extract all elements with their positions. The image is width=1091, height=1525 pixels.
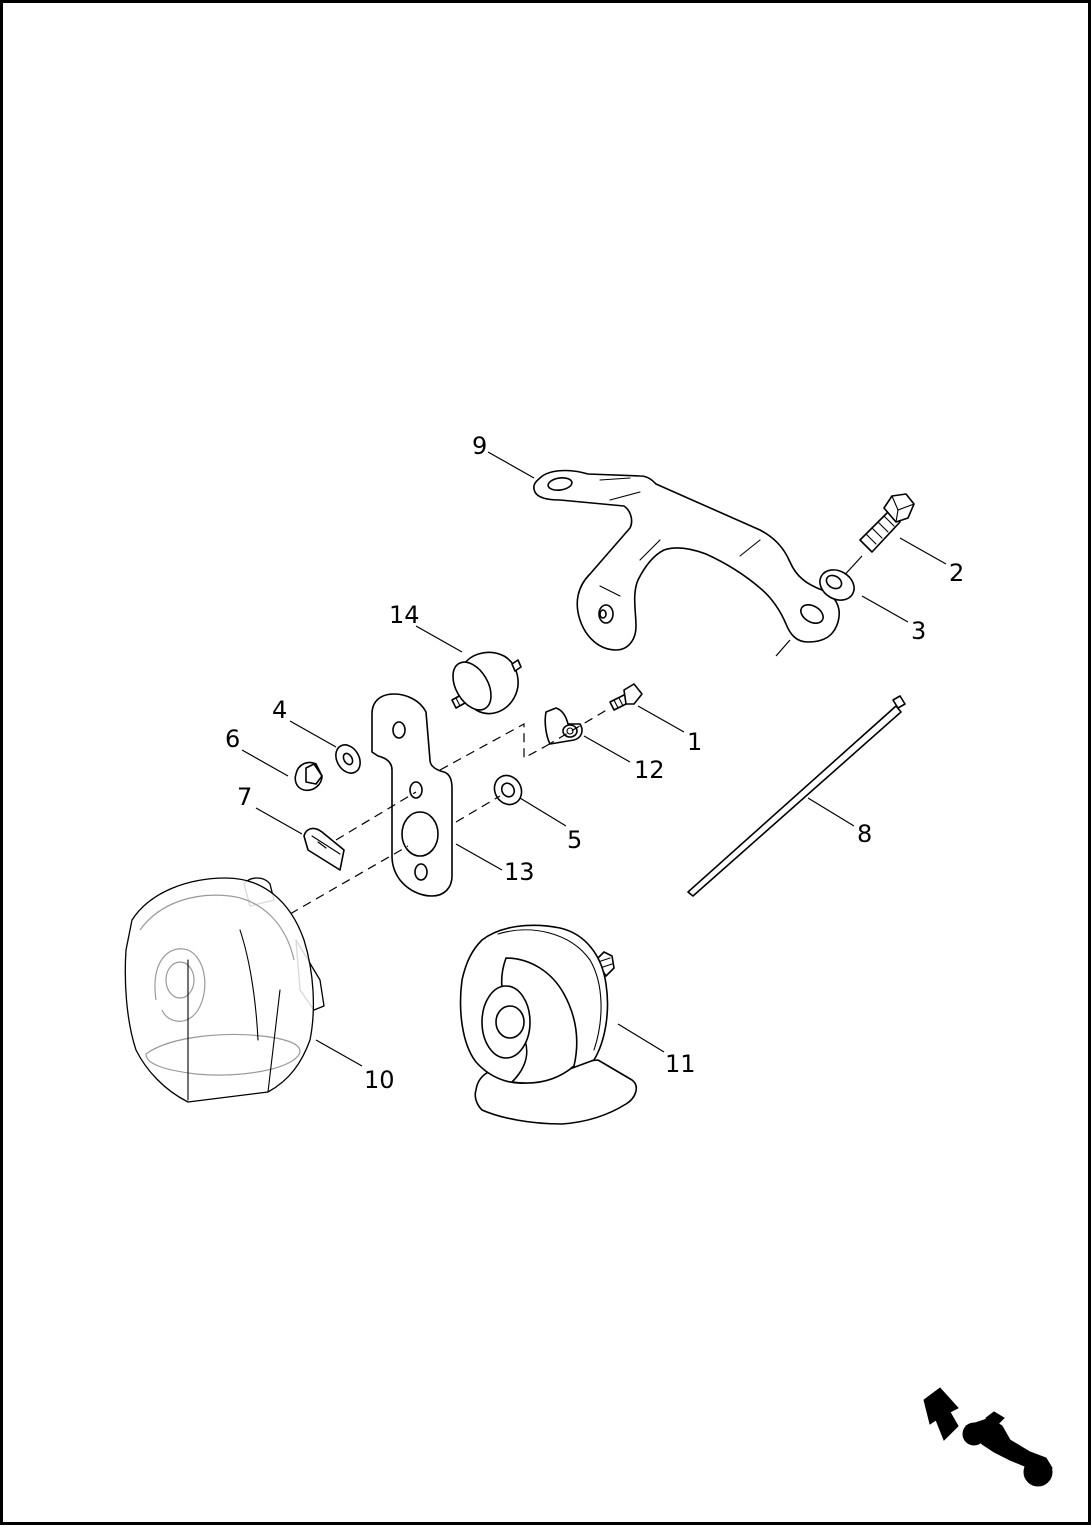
hex-bolt bbox=[839, 493, 915, 581]
callout-12: 12 bbox=[634, 756, 665, 784]
flat-washer-4 bbox=[335, 744, 361, 774]
callout-9: 9 bbox=[472, 432, 487, 460]
front-direction-arrow-motorcycle-icon bbox=[923, 1387, 1053, 1487]
callout-7: 7 bbox=[237, 783, 252, 811]
callout-labels: 9 2 3 14 4 6 7 1 12 5 13 8 10 11 bbox=[225, 432, 964, 1094]
callout-14: 14 bbox=[389, 601, 420, 629]
horn-low-tone bbox=[459, 924, 638, 1125]
callout-13: 13 bbox=[504, 858, 535, 886]
horn-high-tone bbox=[124, 877, 325, 1103]
screw bbox=[609, 683, 643, 711]
callout-6: 6 bbox=[225, 725, 240, 753]
cable-clip bbox=[544, 707, 583, 745]
horn-mounting-plate bbox=[371, 693, 453, 897]
flat-washer-3 bbox=[819, 569, 855, 601]
callout-8: 8 bbox=[857, 820, 872, 848]
callout-10: 10 bbox=[364, 1066, 395, 1094]
assembly-lines bbox=[289, 707, 611, 915]
rubber-isolator bbox=[451, 651, 522, 715]
callout-4: 4 bbox=[272, 696, 287, 724]
callout-3: 3 bbox=[911, 617, 926, 645]
callout-1: 1 bbox=[687, 728, 702, 756]
cable-strap bbox=[687, 695, 906, 897]
flange-nut bbox=[493, 774, 523, 806]
callout-2: 2 bbox=[949, 559, 964, 587]
callout-11: 11 bbox=[665, 1050, 696, 1078]
speed-nut-clip bbox=[303, 827, 345, 871]
leader-lines bbox=[241, 451, 947, 1067]
horn-mounting-bracket bbox=[533, 469, 840, 657]
acorn-nut bbox=[294, 761, 323, 792]
callout-5: 5 bbox=[567, 826, 582, 854]
